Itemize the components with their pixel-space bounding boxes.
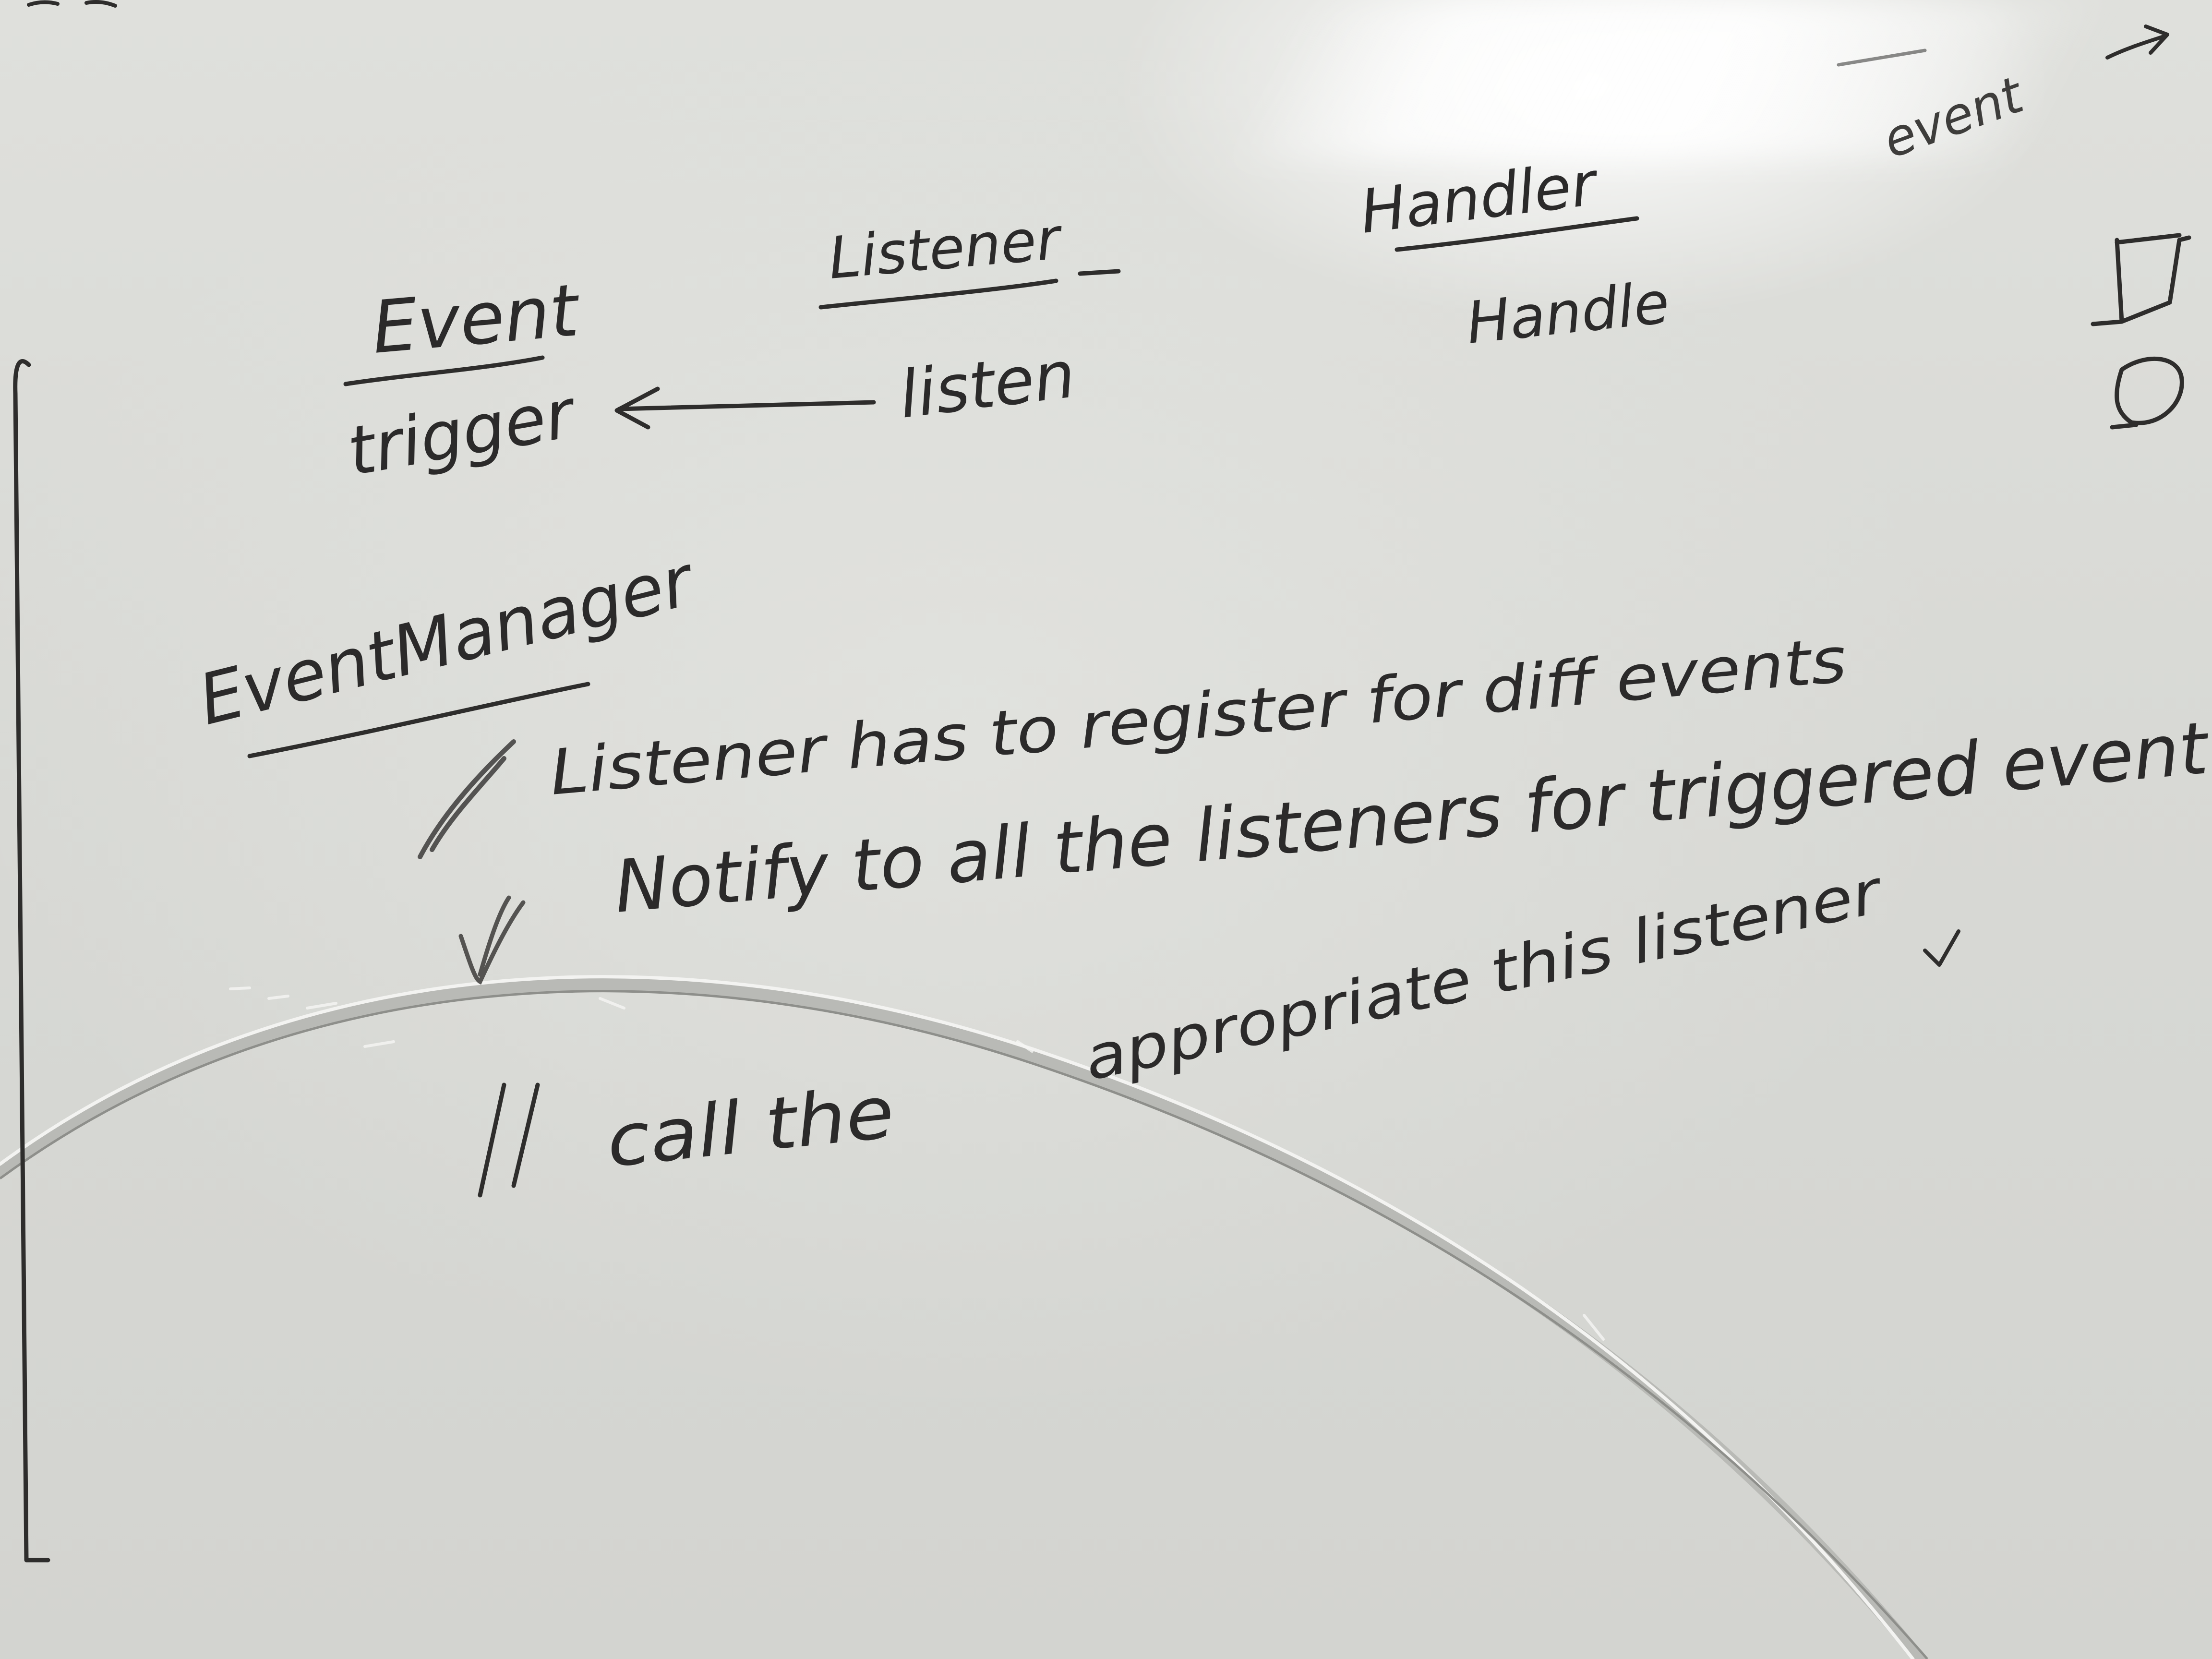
- checkbox-square-1: [2091, 233, 2191, 326]
- scratch-arc: [0, 977, 1926, 1659]
- event-item-trigger: trigger: [342, 374, 583, 492]
- check-mark-2: [458, 895, 526, 985]
- listener-item-listen: listen: [895, 337, 1079, 433]
- listener-header: Listener: [826, 205, 1066, 292]
- double-slash-mark: [478, 1082, 540, 1198]
- note-line-4: call the: [603, 1070, 898, 1184]
- left-vertical-line: [13, 359, 50, 1563]
- event-header: Event: [369, 269, 584, 370]
- top-right-arrow: [2105, 24, 2169, 60]
- top-edge-scribble: [27, 0, 117, 8]
- event-manager-header: EventManager: [191, 540, 704, 741]
- scratch-arc-highlight: [0, 975, 1915, 1659]
- check-mark-1: [418, 739, 516, 859]
- listener-header-underline: [818, 269, 1121, 310]
- scratch-arc-shadow: [0, 990, 1928, 1659]
- top-right-event-label: event: [1875, 65, 2032, 169]
- handler-header-underline: [1395, 216, 1639, 252]
- event-manager-underline: [247, 682, 590, 758]
- event-header-underline: [343, 355, 545, 386]
- listen-to-trigger-arrow: [614, 386, 876, 430]
- handler-item-handle: Handle: [1464, 269, 1672, 357]
- note-line-3: appropriate this listener: [1078, 857, 1889, 1094]
- scratch-debris: [229, 986, 1605, 1341]
- top-right-line: [1837, 48, 1927, 67]
- handler-header: Handler: [1357, 149, 1603, 247]
- checkbox-square-2: [2110, 356, 2184, 430]
- check-mark-3: [1923, 929, 1960, 967]
